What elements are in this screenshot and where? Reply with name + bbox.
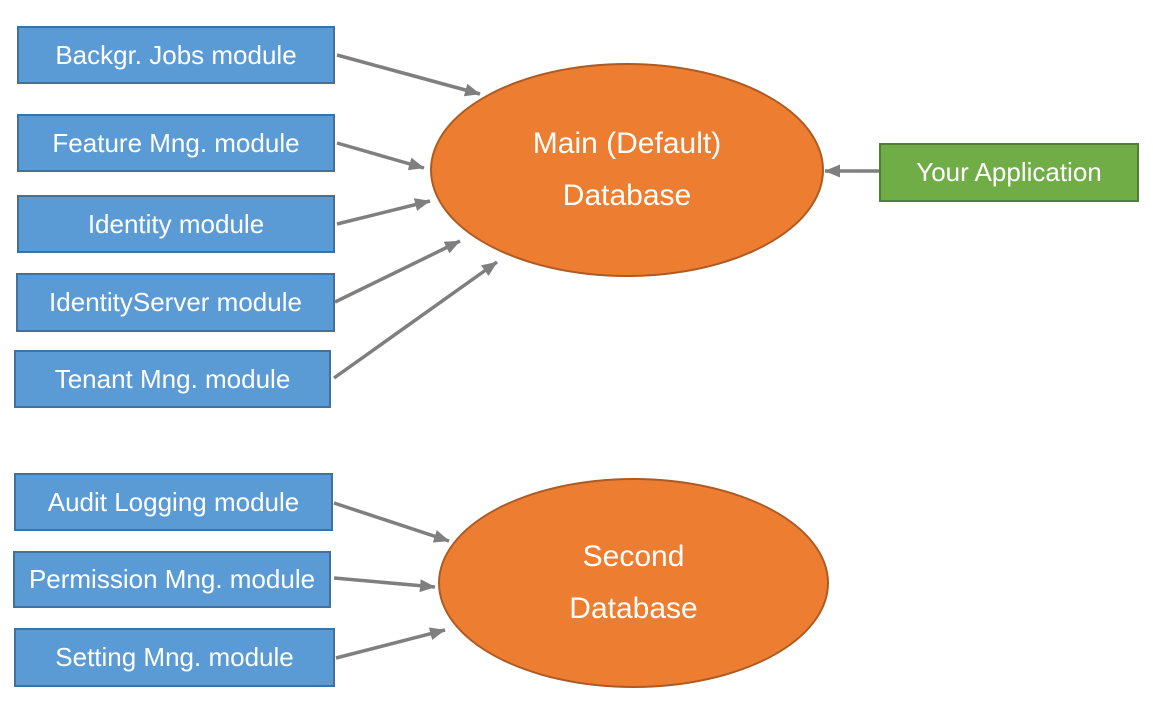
- module-label: Feature Mng. module: [52, 127, 300, 158]
- second-database-label-line1: Second: [582, 540, 685, 573]
- main-database-label-line1: Main (Default): [532, 127, 722, 160]
- your-application-box: Your Application: [879, 143, 1139, 202]
- arrow-setting-mng-to-second-db: [335, 627, 446, 660]
- second-database-label: Second Database: [569, 531, 697, 635]
- module-label: IdentityServer module: [49, 287, 302, 317]
- arrow-permission-mng-to-second-db: [333, 576, 436, 593]
- your-application-label: Your Application: [916, 157, 1102, 187]
- arrow-feature-mng-to-main-db: [336, 141, 425, 171]
- module-box-backgr-jobs: Backgr. Jobs module: [17, 26, 335, 84]
- module-label: Audit Logging module: [47, 486, 300, 517]
- module-box-permission-mng: Permission Mng. module: [13, 551, 331, 608]
- main-database-label-line2: Database: [562, 179, 692, 212]
- arrow-identity-to-main-db: [336, 198, 431, 226]
- module-box-identity: Identity module: [17, 195, 335, 253]
- module-label: Tenant Mng. module: [54, 363, 291, 394]
- module-label: Permission Mng. module: [28, 564, 316, 594]
- main-database-label: Main (Default) Database: [533, 118, 721, 222]
- module-label: Backgr. Jobs module: [55, 39, 297, 70]
- module-label: Identity module: [87, 208, 265, 239]
- second-database-ellipse: Second Database: [438, 478, 829, 688]
- module-box-audit-logging: Audit Logging module: [14, 473, 333, 531]
- arrow-identityserver-to-main-db: [334, 239, 461, 304]
- main-database-ellipse: Main (Default) Database: [430, 63, 824, 277]
- module-box-feature-mng: Feature Mng. module: [17, 114, 335, 172]
- module-box-tenant-mng: Tenant Mng. module: [14, 350, 331, 408]
- arrow-tenant-mng-to-main-db: [332, 260, 499, 380]
- arrow-audit-logging-to-second-db: [333, 501, 450, 543]
- second-database-label-line2: Database: [569, 592, 698, 625]
- arrow-backgr-jobs-to-main-db: [336, 53, 481, 97]
- module-box-setting-mng: Setting Mng. module: [14, 628, 335, 687]
- module-label: Setting Mng. module: [55, 642, 294, 672]
- module-box-identityserver: IdentityServer module: [16, 273, 335, 332]
